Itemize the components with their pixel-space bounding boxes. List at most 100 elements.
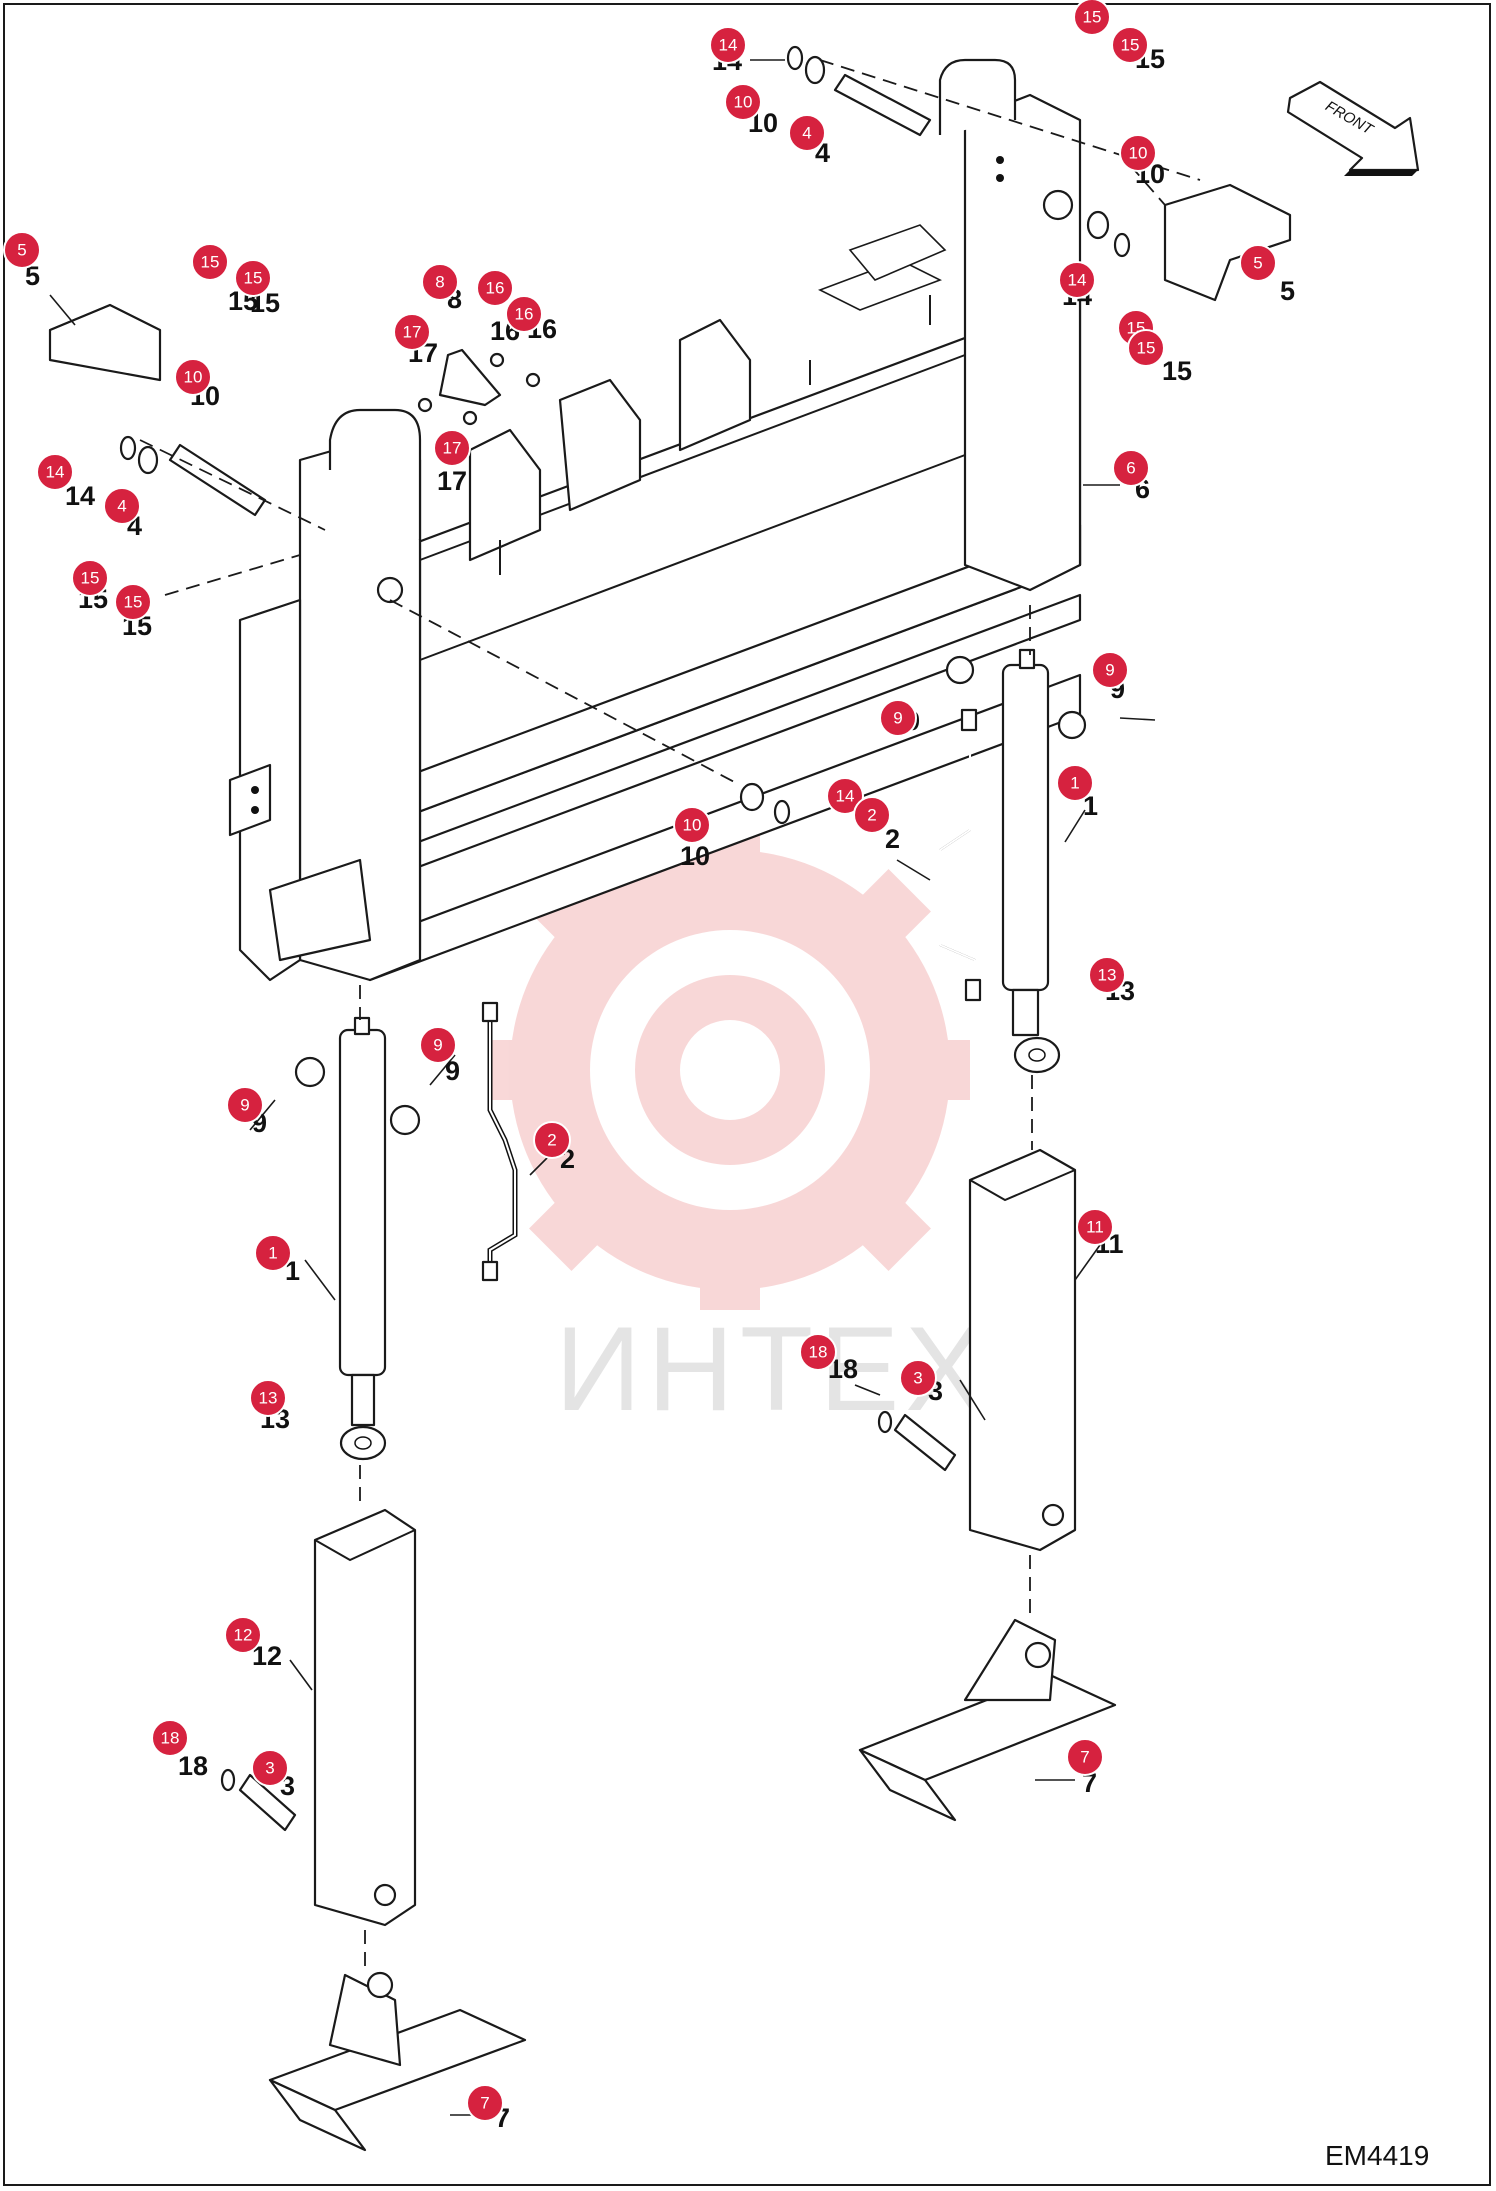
callout-label-18: 18 [178,1751,208,1781]
callout-badge-14[interactable]: 14 [826,777,864,815]
callout-badge-17[interactable]: 17 [393,313,431,351]
callout-badge-number: 17 [403,323,422,342]
callout-label-10: 10 [680,841,710,871]
callout-badge-4[interactable]: 4 [788,114,826,152]
callout-badge-number: 10 [734,93,753,112]
pin-left-part-3 [220,1768,297,1832]
callout-badge-number: 5 [17,241,26,260]
callout-badge-15[interactable]: 15 [1127,329,1165,367]
callout-badge-number: 3 [265,1759,274,1778]
callout-badge-7[interactable]: 7 [466,2084,504,2122]
callout-badge-number: 15 [1083,8,1102,27]
callout-badge-number: 14 [46,463,65,482]
callout-badge-4[interactable]: 4 [103,487,141,525]
callout-badge-number: 3 [913,1369,922,1388]
callout-badge-2[interactable]: 2 [533,1121,571,1159]
callout-badge-circle [466,2084,504,2122]
callout-badge-2[interactable]: 2 [853,796,891,834]
callout-badge-1[interactable]: 1 [254,1234,292,1272]
callout-badge-15[interactable]: 15 [71,559,109,597]
callout-badge-number: 11 [1086,1218,1104,1237]
callout-badge-5[interactable]: 5 [3,231,41,269]
callout-badge-circle [103,487,141,525]
callout-badge-16[interactable]: 16 [505,295,543,333]
callout-badge-15[interactable]: 15 [1111,26,1149,64]
callout-badge-5[interactable]: 5 [1239,244,1277,282]
callout-badge-number: 14 [1068,271,1087,290]
callout-badge-number: 2 [547,1131,556,1150]
callout-badge-15[interactable]: 15 [191,243,229,281]
callout-badge-16[interactable]: 16 [476,269,514,307]
callout-badge-10[interactable]: 10 [1119,134,1157,172]
callout-badge-circle [421,263,459,301]
callout-badge-number: 7 [1080,1748,1089,1767]
watermark: ИНТЕХ [490,830,985,1436]
callout-badge-number: 6 [1126,459,1135,478]
callout-badge-circle [724,83,762,121]
bracket-part-8 [417,348,541,426]
callout-badge-18[interactable]: 18 [799,1333,837,1371]
watermark-gear-logo [490,830,970,1310]
callout-badge-circle [226,1086,264,1124]
callout-badge-9[interactable]: 9 [419,1026,457,1064]
callout-badge-1[interactable]: 1 [1056,764,1094,802]
callout-badge-15[interactable]: 15 [1073,0,1111,36]
callout-badge-number: 9 [1105,661,1114,680]
callout-badge-8[interactable]: 8 [421,263,459,301]
callout-badge-number: 18 [161,1729,180,1748]
callout-badge-circle [114,583,152,621]
callout-badge-circle [826,777,864,815]
tube-right-part-11 [968,1148,1077,1552]
callout-badge-number: 13 [259,1389,278,1408]
callout-badge-3[interactable]: 3 [899,1359,937,1397]
callout-badge-circle [899,1359,937,1397]
base-plate-left-part-7 [268,1971,527,2152]
callout-badge-number: 7 [480,2094,489,2113]
callout-badge-14[interactable]: 14 [1058,261,1096,299]
callout-badge-15[interactable]: 15 [234,259,272,297]
callout-badge-3[interactable]: 3 [251,1749,289,1787]
callout-badge-13[interactable]: 13 [249,1379,287,1417]
callout-badge-circle [1066,1738,1104,1776]
callout-label-5: 5 [25,261,40,291]
callout-badge-circle [1119,134,1157,172]
callout-badge-10[interactable]: 10 [724,83,762,121]
callout-badge-7[interactable]: 7 [1066,1738,1104,1776]
callout-badge-number: 15 [81,569,100,588]
callout-badge-18[interactable]: 18 [151,1719,189,1757]
callout-badge-circle [853,796,891,834]
callout-badge-number: 9 [433,1036,442,1055]
callout-badge-12[interactable]: 12 [224,1616,262,1654]
callout-badge-14[interactable]: 14 [709,26,747,64]
callout-badge-circle [709,26,747,64]
pin-right-part-3 [877,1410,957,1472]
cover-plate-left-part-5 [48,303,162,382]
cover-plate-right-part-5 [1163,183,1292,302]
callout-badge-circle [151,1719,189,1757]
callout-badge-number: 13 [1098,966,1117,985]
callout-badge-number: 15 [1121,36,1140,55]
callout-badge-10[interactable]: 10 [673,806,711,844]
callout-badge-circle [393,313,431,351]
callout-badge-9[interactable]: 9 [879,699,917,737]
callout-badge-14[interactable]: 14 [36,453,74,491]
callout-badge-11[interactable]: 11 [1076,1208,1114,1246]
callout-badge-circle [433,429,471,467]
callout-badge-number: 17 [443,439,462,458]
callout-badge-9[interactable]: 9 [226,1086,264,1124]
callout-badge-15[interactable]: 15 [114,583,152,621]
callout-badge-10[interactable]: 10 [174,358,212,396]
callout-badge-number: 10 [683,816,702,835]
callout-badge-number: 8 [435,273,444,292]
callout-badge-number: 9 [893,709,902,728]
callout-badge-number: 4 [802,124,811,143]
callout-badge-9[interactable]: 9 [1091,651,1129,689]
callout-badge-6[interactable]: 6 [1112,449,1150,487]
callout-badge-number: 10 [1129,144,1148,163]
callout-badge-13[interactable]: 13 [1088,956,1126,994]
callout-badge-17[interactable]: 17 [433,429,471,467]
callout-badge-circle [1239,244,1277,282]
